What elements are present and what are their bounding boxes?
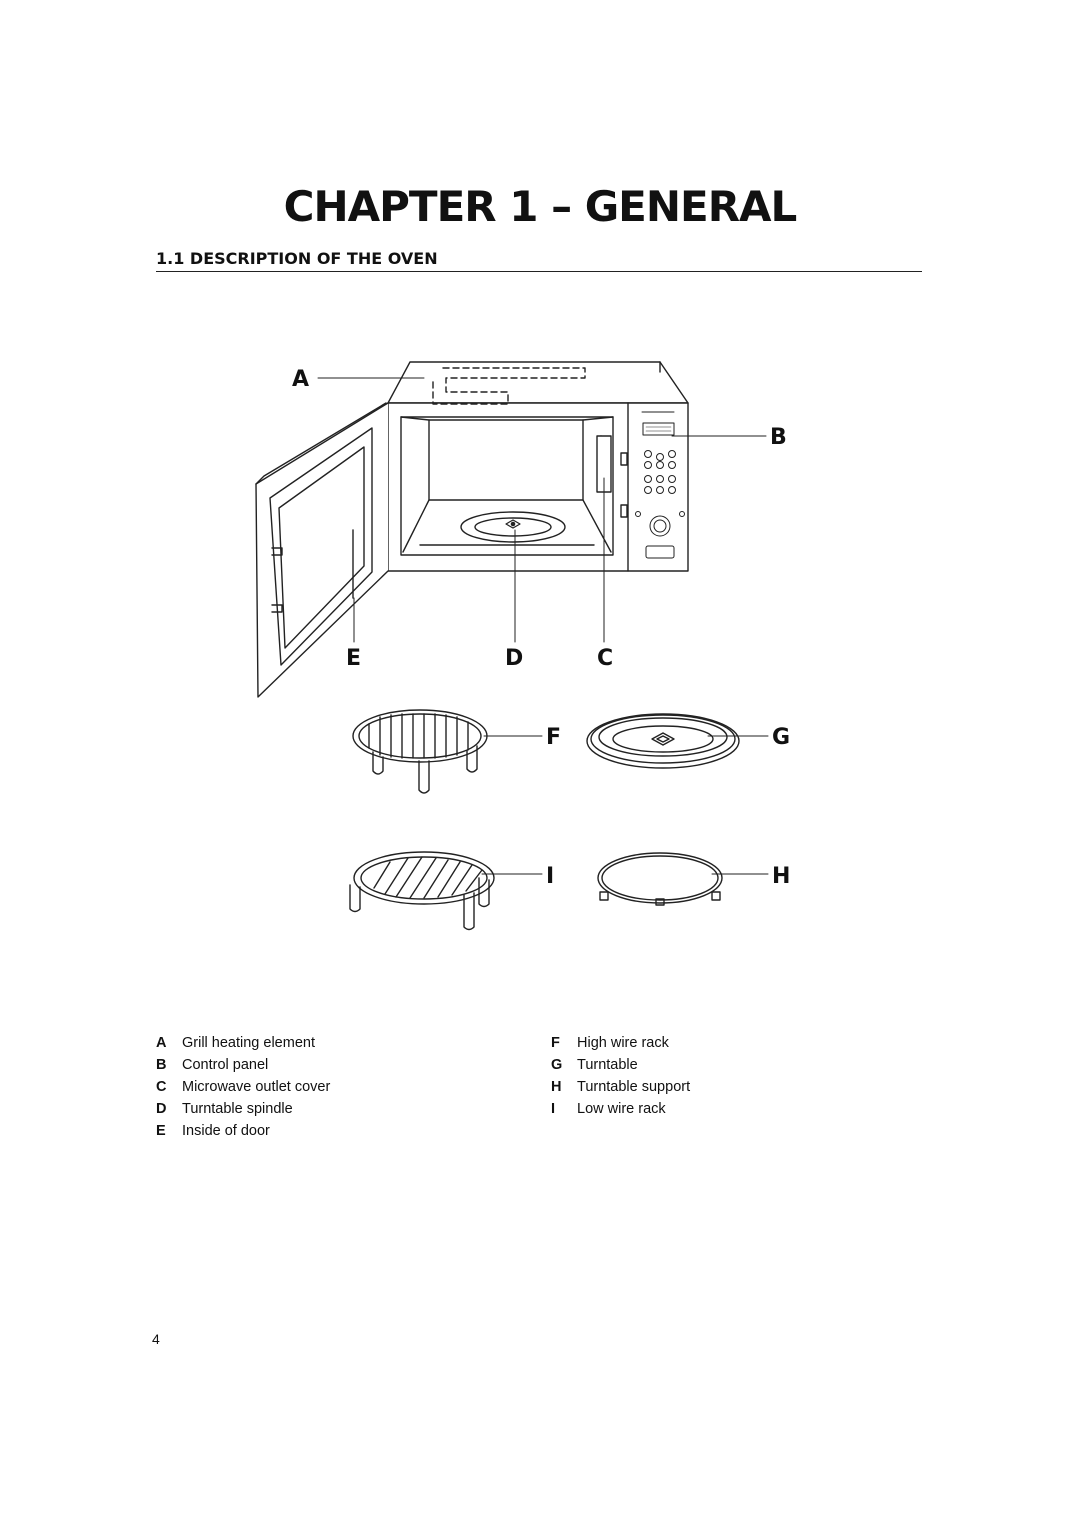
- section-heading: 1.1 DESCRIPTION OF THE OVEN: [156, 250, 922, 272]
- leader-lines: [317, 377, 769, 875]
- callout-a: A: [292, 367, 309, 392]
- grill-heating-element: [432, 367, 586, 405]
- legend-item: E Inside of door: [156, 1120, 330, 1142]
- legend-text: Microwave outlet cover: [182, 1079, 331, 1095]
- legend-letter: G: [551, 1057, 563, 1073]
- callout-d: D: [505, 646, 523, 671]
- callout-h: H: [772, 864, 790, 889]
- legend-letter: F: [551, 1035, 560, 1051]
- legend-text: Turntable support: [577, 1079, 691, 1095]
- legend-item: C Microwave outlet cover: [156, 1076, 330, 1098]
- turntable-support: [597, 852, 723, 906]
- callout-c: C: [597, 646, 613, 671]
- legend-letter: H: [551, 1079, 562, 1095]
- callout-g: G: [772, 725, 790, 750]
- legend-item: B Control panel: [156, 1054, 330, 1076]
- legend-item: A Grill heating element: [156, 1032, 330, 1054]
- legend-text: Inside of door: [182, 1123, 270, 1139]
- oven-body: [387, 361, 689, 572]
- legend-text: Turntable: [577, 1057, 638, 1073]
- legend-item: I Low wire rack: [551, 1098, 690, 1120]
- legend-letter: E: [156, 1123, 166, 1139]
- callout-f: F: [546, 725, 561, 750]
- legend-item: D Turntable spindle: [156, 1098, 330, 1120]
- turntable-plate: [586, 713, 740, 769]
- legend-text: Turntable spindle: [182, 1101, 293, 1117]
- legend-letter: B: [156, 1057, 167, 1073]
- low-wire-rack: [349, 851, 495, 931]
- callout-e: E: [346, 646, 361, 671]
- callout-i: I: [546, 864, 554, 889]
- callout-b: B: [770, 425, 787, 450]
- legend-letter: I: [551, 1101, 556, 1117]
- legend-letter: A: [156, 1035, 167, 1051]
- legend-item: H Turntable support: [551, 1076, 690, 1098]
- page-number: 4: [152, 1331, 160, 1347]
- oven-diagram: A B E D C F G I H: [255, 361, 790, 931]
- chapter-title: CHAPTER 1 – GENERAL: [283, 182, 798, 231]
- legend-right: F High wire rack G Turntable H Turntable su…: [551, 1032, 690, 1120]
- legend-letter: D: [156, 1101, 167, 1117]
- legend-text: Low wire rack: [577, 1101, 666, 1117]
- legend-item: F High wire rack: [551, 1032, 690, 1054]
- oven-door: [255, 402, 389, 698]
- control-panel: [635, 411, 685, 559]
- legend-text: Control panel: [182, 1057, 269, 1073]
- legend-text: High wire rack: [577, 1035, 669, 1051]
- legend-text: Grill heating element: [182, 1035, 315, 1051]
- high-wire-rack: [352, 709, 488, 794]
- legend-letter: C: [156, 1079, 167, 1095]
- cavity-turntable: [460, 511, 566, 543]
- legend-item: G Turntable: [551, 1054, 690, 1076]
